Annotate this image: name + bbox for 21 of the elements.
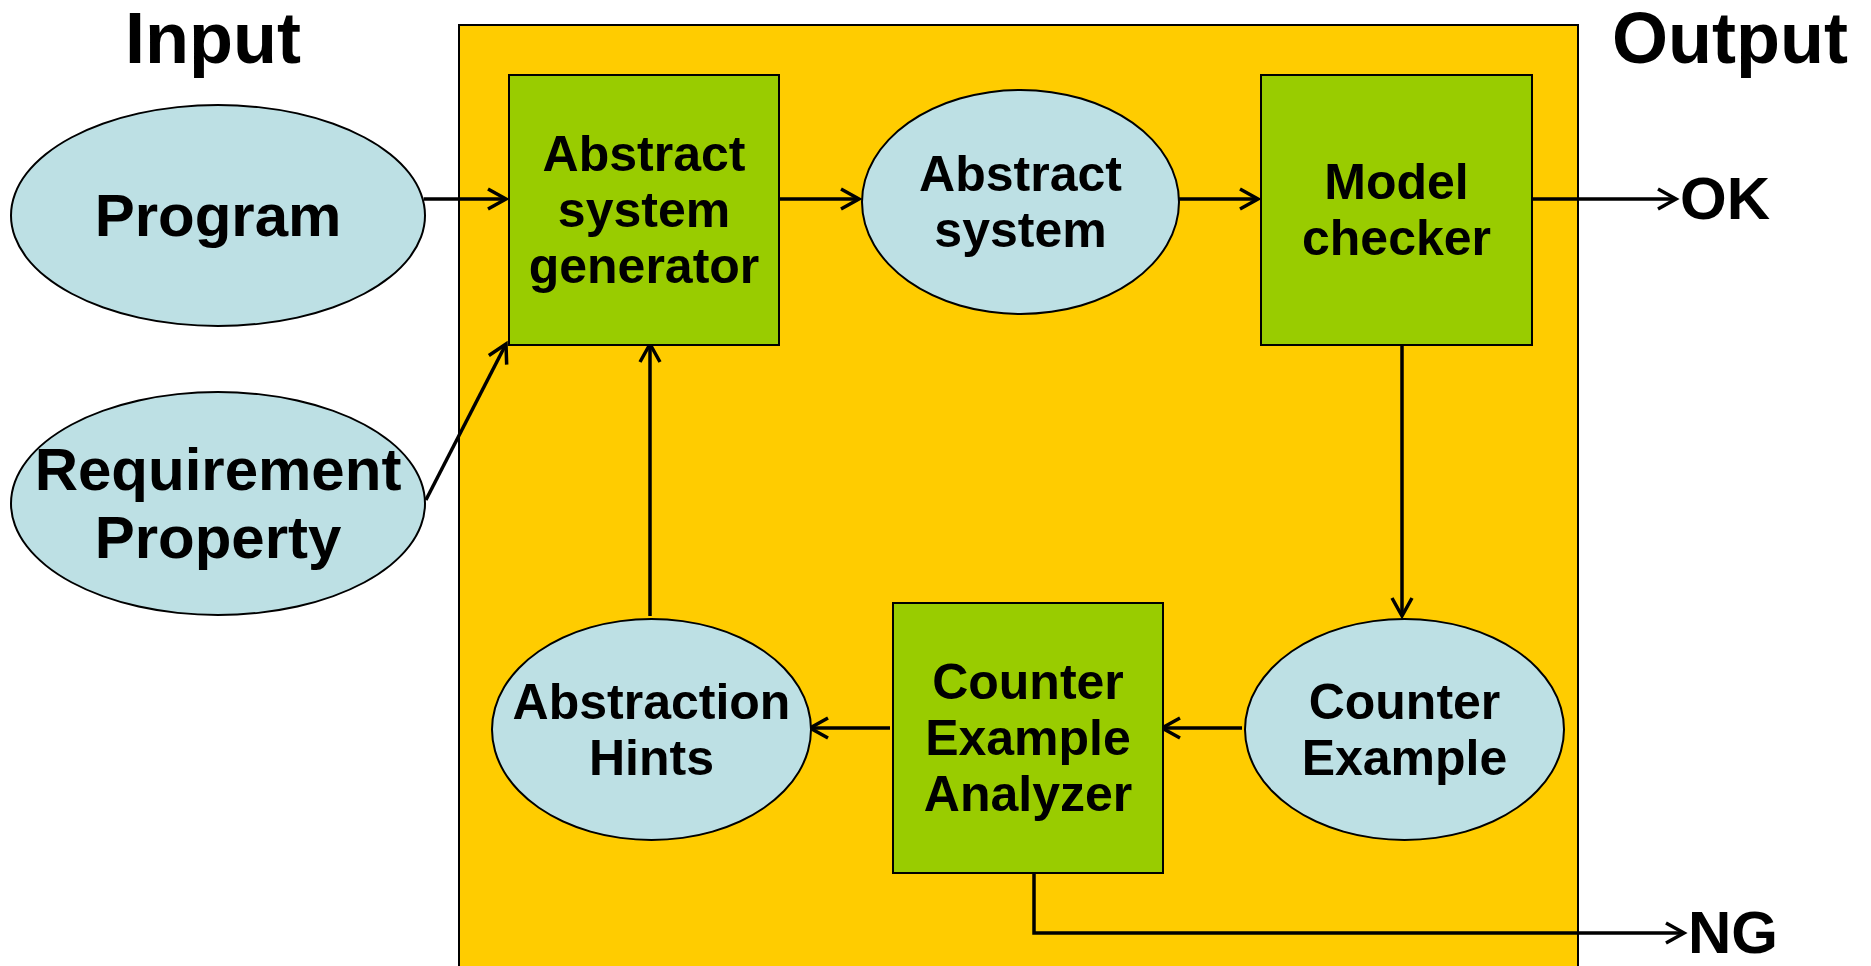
- arrow: [423, 187, 508, 211]
- node-label: OK: [1680, 165, 1770, 233]
- process-box: [892, 602, 1164, 874]
- arrow: [1032, 872, 1686, 945]
- process-box: [1260, 74, 1533, 346]
- arrow: [778, 187, 861, 211]
- node-label: Requirement Property: [33, 436, 403, 571]
- node-label: Program: [94, 181, 342, 250]
- node-label: Abstract system: [918, 146, 1123, 258]
- process-area: [458, 24, 1579, 966]
- node-label: Abstraction Hints: [511, 673, 792, 786]
- node-label: Model checker: [1300, 154, 1492, 266]
- arrow: [1178, 187, 1260, 211]
- node-label: Abstract system generator: [527, 126, 761, 294]
- process-box: [508, 74, 780, 346]
- node-label: Counter Example: [1300, 673, 1509, 786]
- arrow: [424, 342, 509, 501]
- node-label: Counter Example Analyzer: [922, 654, 1134, 822]
- arrow: [1531, 187, 1678, 211]
- node-label: NG: [1688, 899, 1778, 966]
- arrow: [1390, 344, 1414, 618]
